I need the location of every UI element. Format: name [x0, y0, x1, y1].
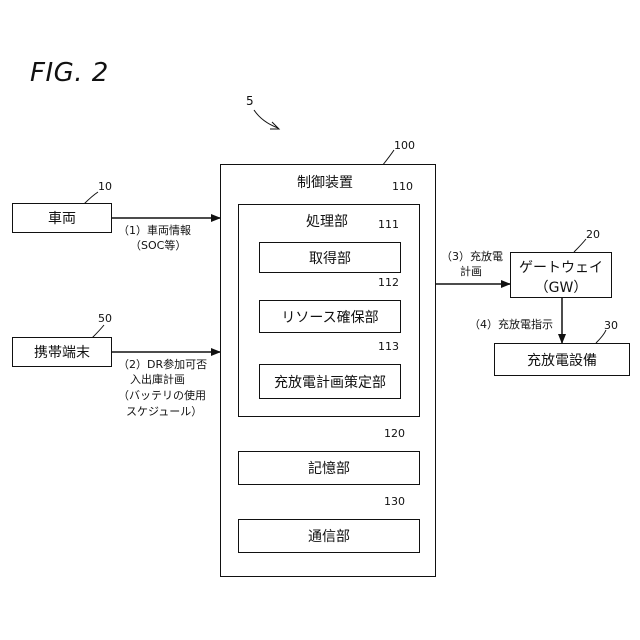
- note-3-line1: （3）充放電: [441, 250, 503, 264]
- controller-ref: 100: [394, 139, 415, 152]
- processing-unit-ref: 110: [392, 180, 413, 193]
- processing-unit-label: 処理部: [306, 211, 348, 231]
- acquisition-unit-label: 取得部: [309, 248, 351, 268]
- controller-label: 制御装置: [297, 172, 353, 192]
- communication-unit-box: 通信部: [238, 519, 420, 553]
- note-2-line2: 入出庫計画: [130, 373, 185, 387]
- note-1-line2: （SOC等）: [130, 239, 186, 253]
- mobile-terminal-box: 携帯端末: [12, 337, 112, 367]
- note-4: （4）充放電指示: [469, 318, 553, 332]
- note-3-line2: 計画: [460, 265, 482, 279]
- storage-unit-label: 記憶部: [308, 458, 350, 478]
- charging-equipment-box: 充放電設備: [494, 343, 630, 376]
- vehicle-box: 車両: [12, 203, 112, 233]
- charging-equipment-label: 充放電設備: [527, 350, 597, 370]
- planning-unit-label: 充放電計画策定部: [274, 372, 386, 392]
- gateway-label-line1: ゲートウェイ: [511, 257, 611, 277]
- vehicle-label: 車両: [48, 208, 76, 228]
- planning-unit-ref: 113: [378, 340, 399, 353]
- mobile-terminal-label: 携帯端末: [34, 342, 90, 362]
- charging-equipment-ref: 30: [604, 319, 618, 332]
- figure-title: FIG. 2: [30, 58, 109, 88]
- resource-unit-box: リソース確保部: [259, 300, 401, 333]
- gateway-label-line2: （GW）: [511, 277, 611, 297]
- leader-system-ref: [254, 110, 278, 128]
- leader-gateway-ref: [574, 239, 586, 252]
- storage-unit-ref: 120: [384, 427, 405, 440]
- acquisition-unit-ref: 111: [378, 218, 399, 231]
- planning-unit-box: 充放電計画策定部: [259, 364, 401, 399]
- communication-unit-ref: 130: [384, 495, 405, 508]
- vehicle-ref: 10: [98, 180, 112, 193]
- system-ref: 5: [246, 94, 254, 108]
- note-1-line1: （1）車両情報: [118, 224, 191, 238]
- gateway-ref: 20: [586, 228, 600, 241]
- resource-unit-label: リソース確保部: [281, 307, 378, 327]
- resource-unit-ref: 112: [378, 276, 399, 289]
- note-2-line1: （2）DR参加可否: [118, 358, 207, 372]
- storage-unit-box: 記憶部: [238, 451, 420, 485]
- note-2-line4: スケジュール）: [126, 405, 202, 419]
- acquisition-unit-box: 取得部: [259, 242, 401, 273]
- note-2-line3: （バッテリの使用: [118, 389, 206, 403]
- communication-unit-label: 通信部: [308, 526, 350, 546]
- gateway-box: ゲートウェイ （GW）: [510, 252, 612, 298]
- mobile-terminal-ref: 50: [98, 312, 112, 325]
